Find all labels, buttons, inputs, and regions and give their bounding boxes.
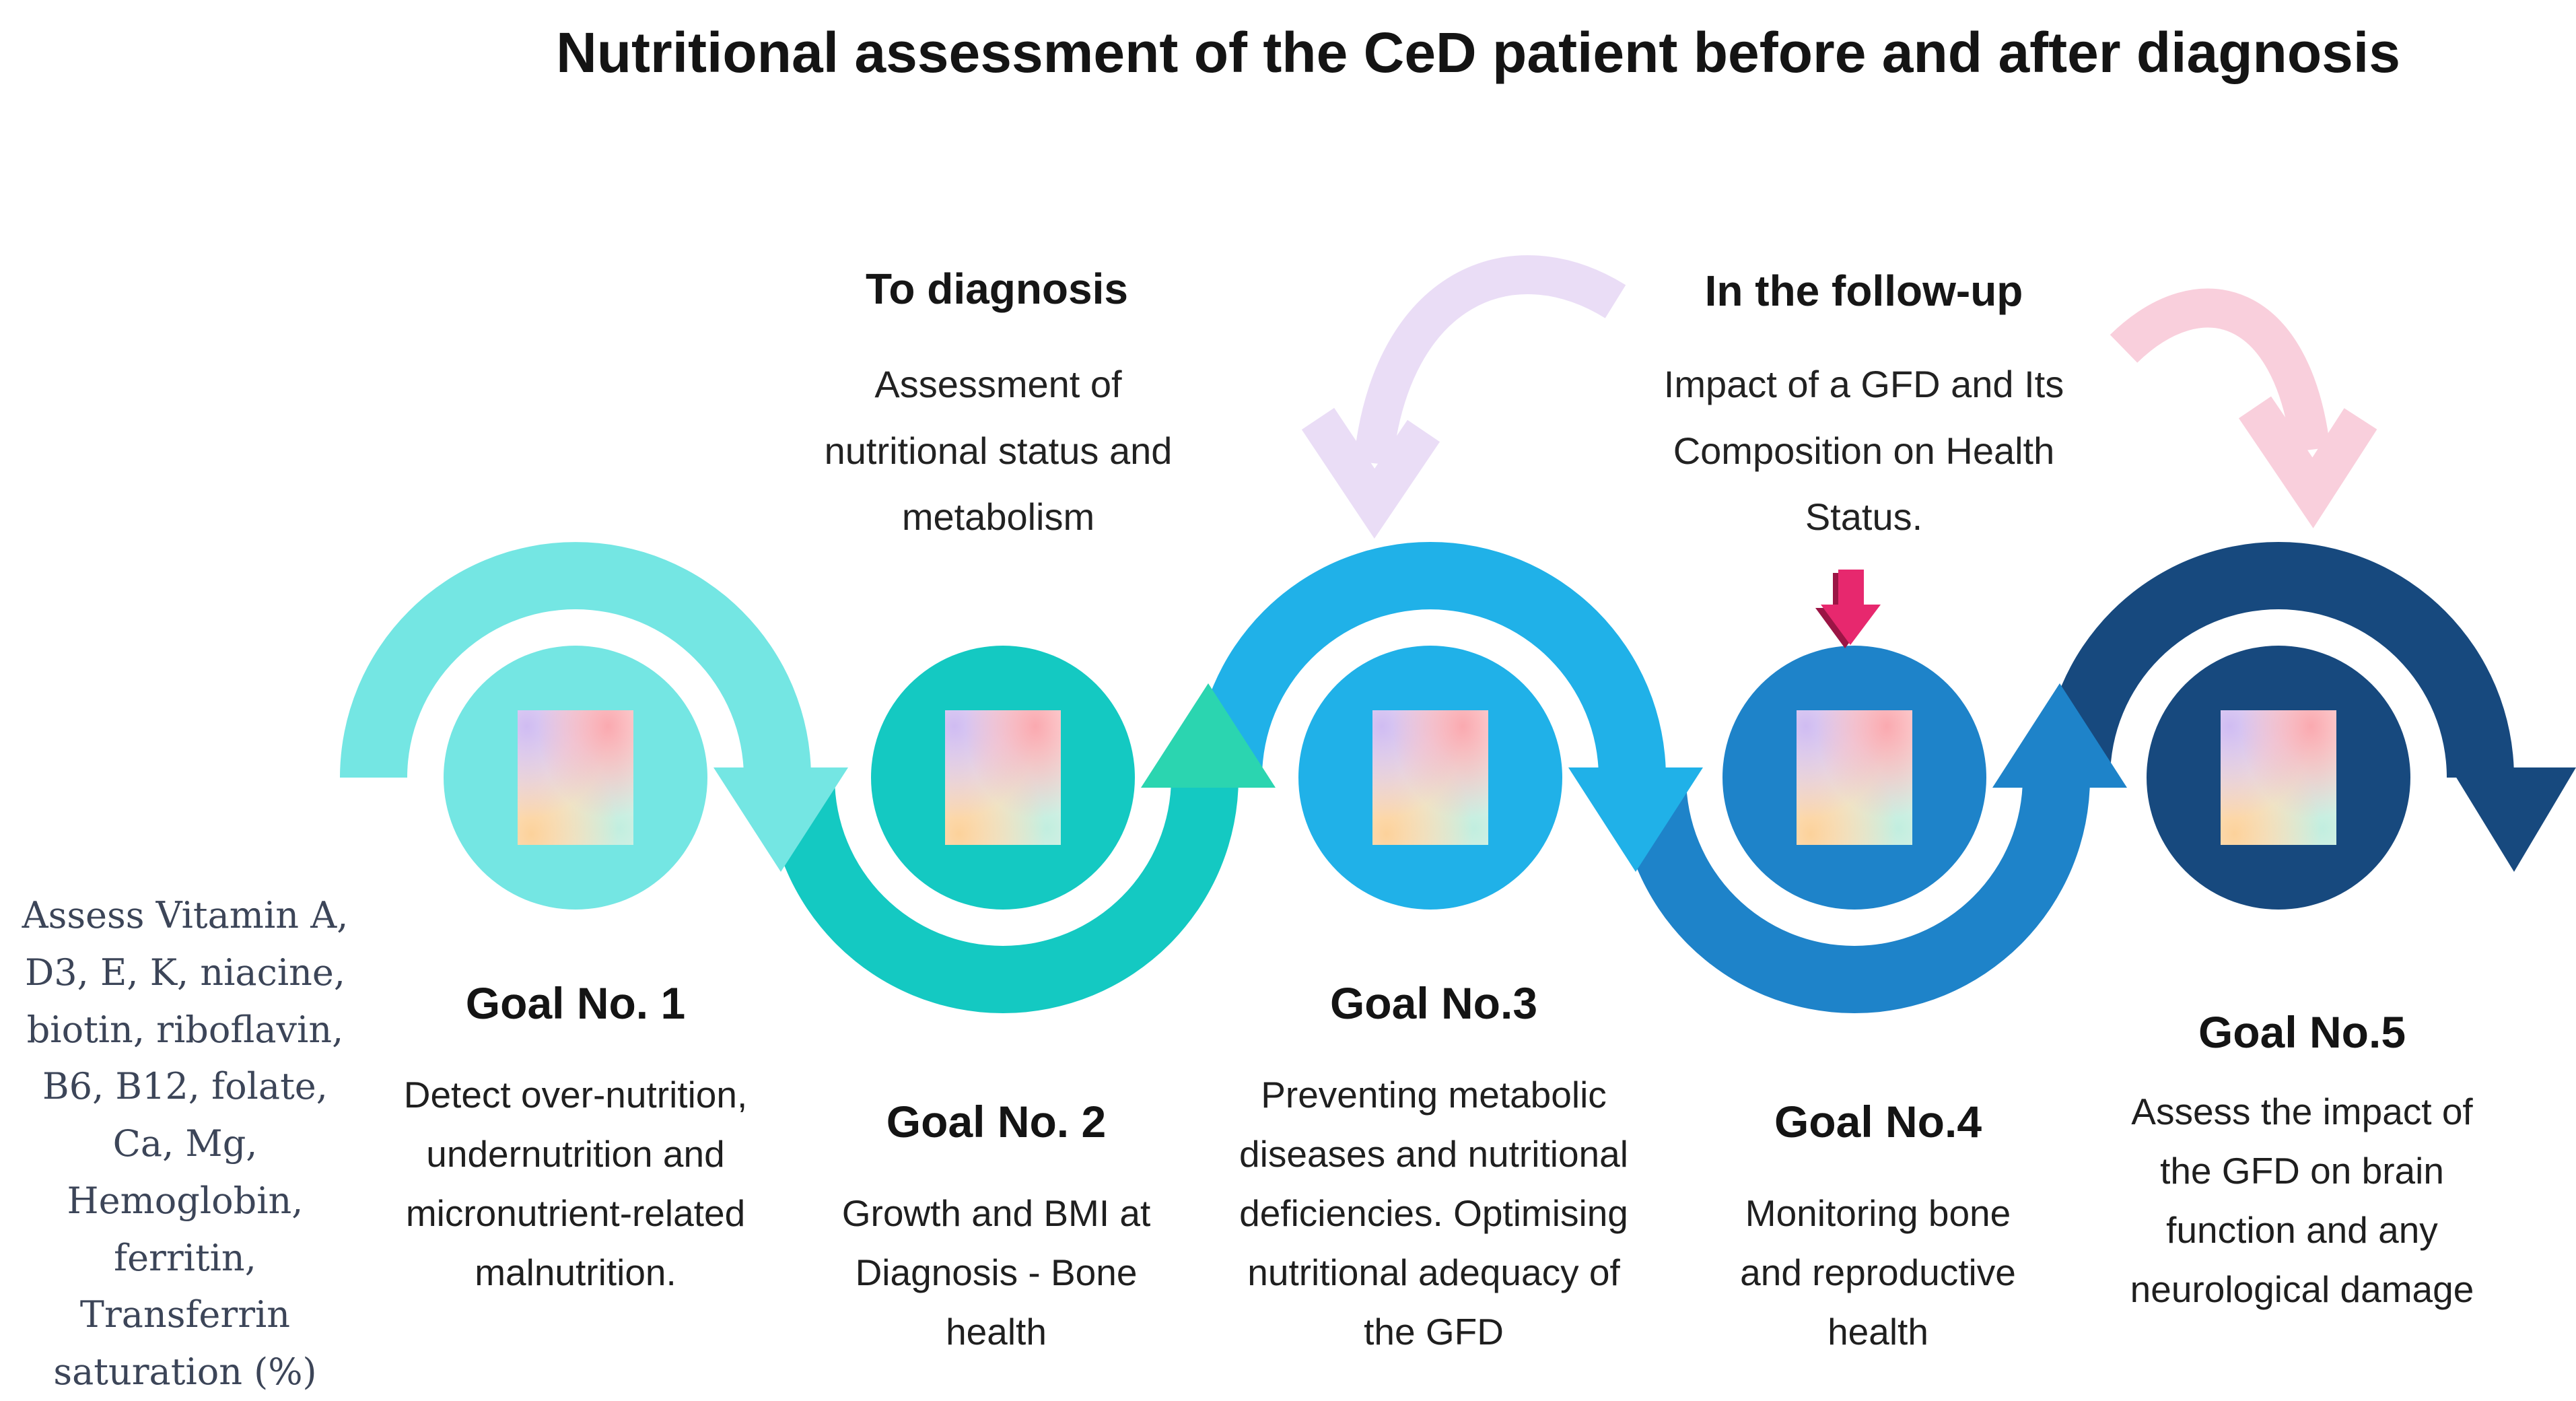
goal-4-gradient-square bbox=[1797, 710, 1912, 845]
goal-3-arc bbox=[1195, 542, 1666, 778]
phase-follow-up-heading: In the follow-up bbox=[1704, 267, 2023, 315]
phase-follow-up-body: Impact of a GFD and Its Composition on H… bbox=[1663, 363, 2064, 539]
side-note-line: saturation (%) bbox=[53, 1351, 317, 1394]
goal-1-heading: Goal No. 1 bbox=[465, 978, 686, 1028]
goal-5-gradient-square bbox=[2221, 710, 2336, 845]
goal-2-gradient-square bbox=[945, 710, 1061, 845]
goal-1-body: Detect over-nutrition, undernutrition an… bbox=[403, 1074, 748, 1293]
goal-2-body: Growth and BMI at Diagnosis - Bone healt… bbox=[841, 1192, 1151, 1353]
flow-arrowhead-4-5-up-icon bbox=[1992, 683, 2127, 788]
side-note-line: D3, E, K, niacine, bbox=[24, 951, 346, 994]
goal-4-body: Monitoring bone and reproductive health bbox=[1740, 1192, 2016, 1353]
goal-4-arc bbox=[1619, 778, 2090, 1013]
lavender-curved-arrow-icon bbox=[1301, 255, 1626, 539]
phase-to-diagnosis-body: Assessment of nutritional status and met… bbox=[824, 363, 1173, 539]
phase-to-diagnosis-heading: To diagnosis bbox=[866, 265, 1128, 313]
flow-arrowhead-1-2-down-icon bbox=[713, 767, 848, 872]
flow-arrowhead-5-end-down-icon bbox=[2450, 767, 2576, 872]
goal-5-arc bbox=[2043, 542, 2514, 778]
side-note-line: Transferrin bbox=[79, 1293, 291, 1336]
goal-2-heading: Goal No. 2 bbox=[886, 1097, 1107, 1147]
goal-4-heading: Goal No.4 bbox=[1774, 1097, 1982, 1147]
flow-arrowhead-3-4-down-icon bbox=[1568, 767, 1703, 872]
goal-2-arc bbox=[767, 778, 1239, 1013]
goal-1-gradient-square bbox=[518, 710, 633, 845]
page-title: Nutritional assessment of the CeD patien… bbox=[556, 21, 2400, 84]
side-note-micronutrients: Assess Vitamin A, D3, E, K, niacine, bio… bbox=[7, 887, 363, 1401]
side-note-line: biotin, riboflavin, bbox=[26, 1008, 344, 1051]
flow-arrowhead-2-3-up-icon bbox=[1141, 683, 1276, 788]
goal-3-gradient-square bbox=[1372, 710, 1488, 845]
goal-3-body: Preventing metabolic diseases and nutrit… bbox=[1239, 1074, 1628, 1353]
goal-1-arc bbox=[340, 542, 811, 778]
side-note-line: Assess Vitamin A, bbox=[22, 894, 349, 936]
side-note-line: Hemoglobin, bbox=[67, 1179, 304, 1222]
goal-5-heading: Goal No.5 bbox=[2198, 1007, 2406, 1057]
magenta-down-arrow-icon bbox=[1815, 570, 1881, 648]
pink-curved-arrow-icon bbox=[2110, 288, 2377, 528]
goal-5-body: Assess the impact of the GFD on brain fu… bbox=[2130, 1091, 2474, 1310]
side-note-line: ferritin, bbox=[114, 1236, 256, 1279]
side-note-line: Ca, Mg, bbox=[112, 1122, 258, 1165]
goal-3-heading: Goal No.3 bbox=[1329, 978, 1538, 1028]
side-note-line: B6, B12, folate, bbox=[42, 1065, 328, 1108]
